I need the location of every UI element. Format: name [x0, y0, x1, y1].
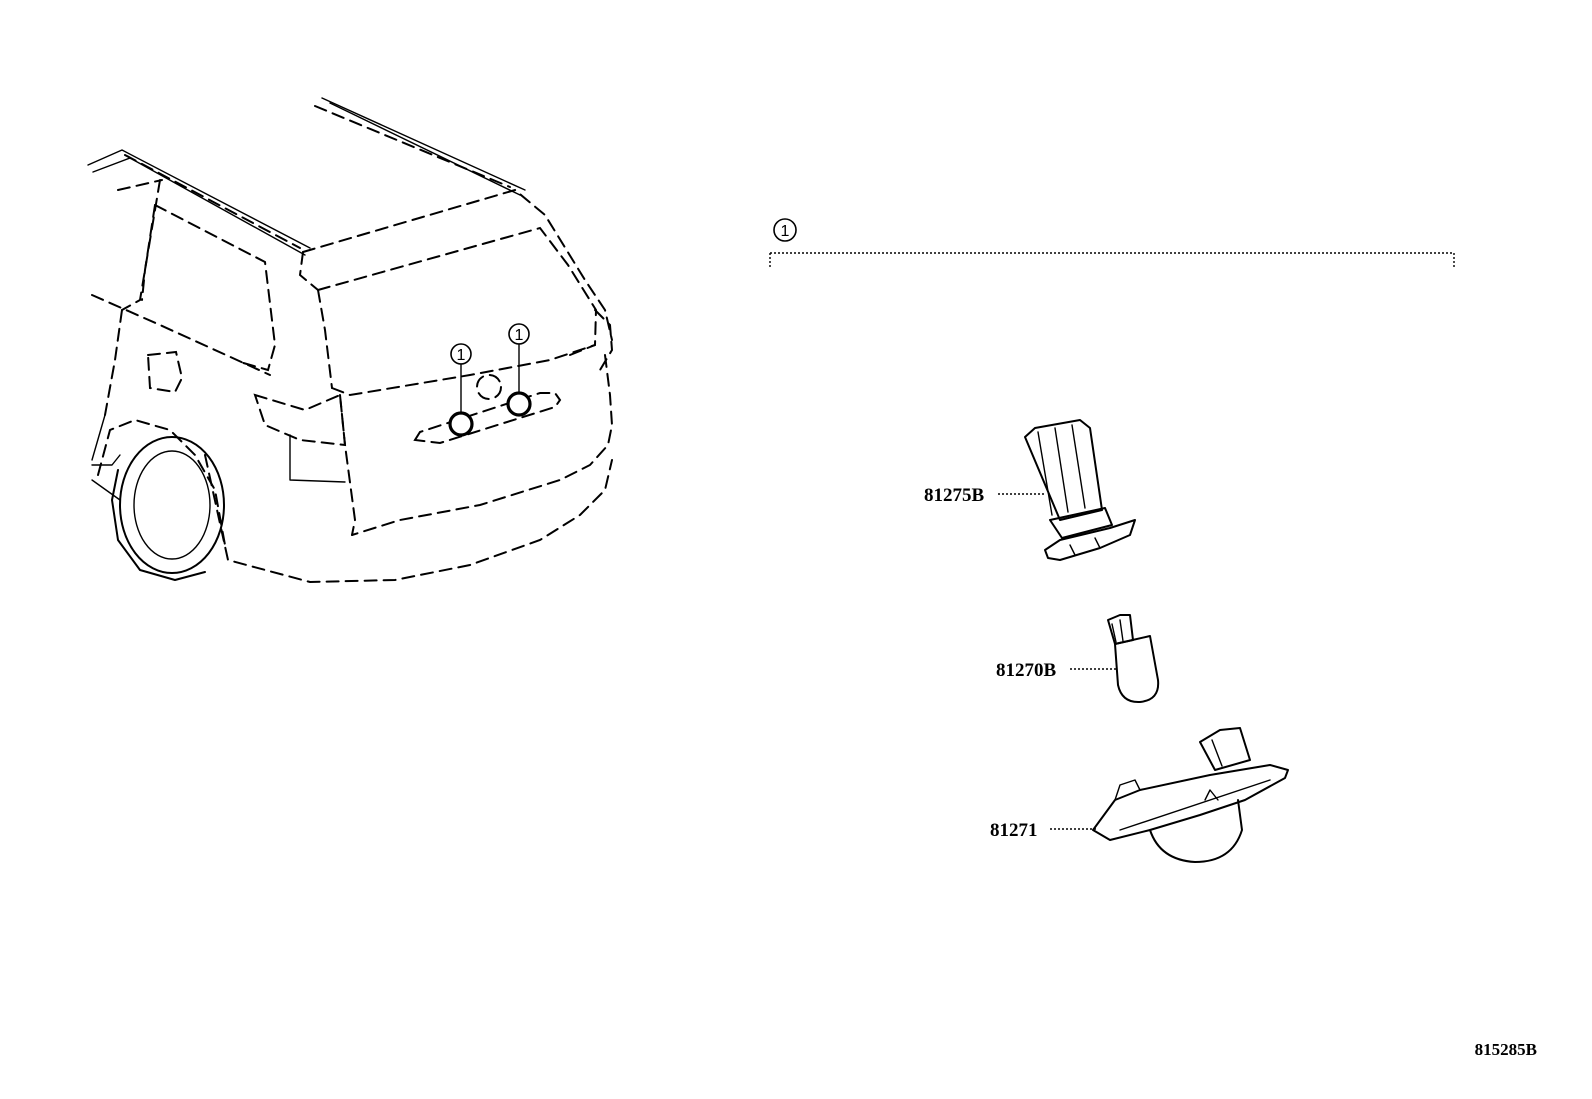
- part-lens-housing: 81271: [990, 727, 1289, 863]
- license-lamp-marker-right: [506, 391, 532, 417]
- vehicle-illustration: [87, 97, 614, 584]
- vehicle-callout-right: 1: [506, 323, 532, 417]
- bulb-icon: [1107, 614, 1160, 704]
- assembly-group-bracket: 1: [769, 218, 1455, 268]
- callout-number: 1: [781, 223, 790, 240]
- callout-number: 1: [457, 347, 466, 364]
- part-socket: 81275B: [924, 419, 1136, 561]
- part-number: 81270B: [996, 660, 1057, 681]
- diagram-id: 815285B: [1475, 1040, 1537, 1059]
- lens-icon: [1092, 727, 1289, 863]
- license-lamp-marker-left: [448, 411, 474, 437]
- part-number: 81271: [990, 820, 1038, 841]
- vehicle-callout-left: 1: [448, 343, 474, 437]
- callout-number: 1: [515, 327, 524, 344]
- socket-icon: [1024, 419, 1136, 561]
- part-number: 81275B: [924, 485, 985, 506]
- part-bulb: 81270B: [996, 614, 1160, 704]
